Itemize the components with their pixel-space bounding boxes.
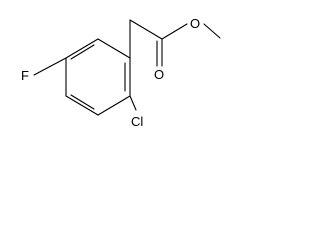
ring-bond-c6-c1 [97, 38, 131, 59]
bond-ring-to-chlorine [129, 95, 137, 111]
ring-bond-c2-c3 [97, 95, 131, 116]
bond-ring-to-fluorine [33, 57, 67, 76]
fluorine-label: F [21, 68, 29, 83]
bond-ester-oxygen-to-methyl [203, 23, 221, 39]
bond-ch2-to-carbonyl-carbon [129, 19, 163, 40]
bond-carbonyl-carbon-to-ester-oxygen [161, 23, 188, 40]
ring-bond-c5-c6 [65, 38, 99, 59]
ester-oxygen-label: O [190, 16, 200, 31]
ring-inner-double-bond-c5-c6 [70, 44, 95, 60]
ring-bond-c3-c4 [65, 95, 99, 116]
chemical-structure-diagram: F Cl O O [21, 16, 221, 129]
carbonyl-oxygen-label: O [154, 67, 164, 82]
benzene-ring [65, 38, 131, 116]
ring-inner-double-bond-c3-c4 [70, 94, 95, 110]
chlorine-label: Cl [131, 114, 143, 129]
